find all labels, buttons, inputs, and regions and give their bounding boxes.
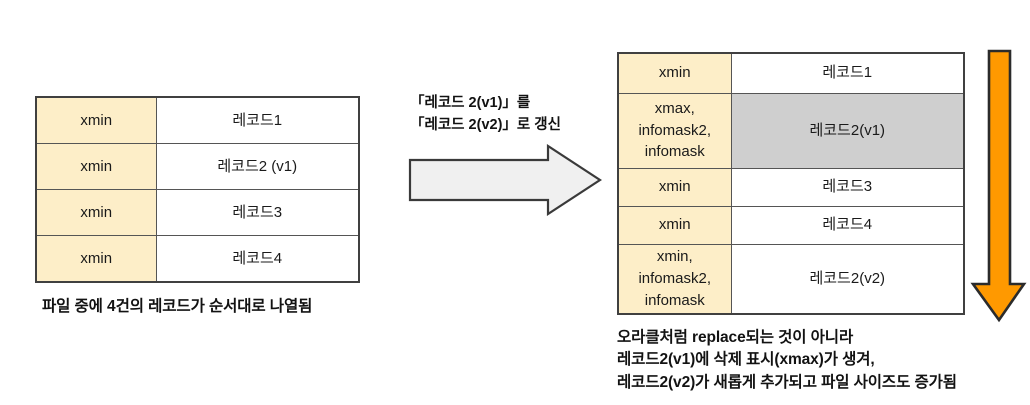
row-value-cell: 레코드4 (730, 205, 965, 245)
row-header-cell: xmax, infomask2, infomask (617, 92, 732, 169)
table-row: xmin 레코드1 (35, 96, 360, 144)
row-header-line: xmin, (656, 248, 693, 266)
table-row: xmin, infomask2, infomask 레코드2(v2) (617, 243, 965, 315)
row-header-line: infomask2, (638, 269, 712, 287)
transform-right-arrow-icon (408, 144, 602, 216)
row-value-cell-dead-tuple: 레코드2(v1) (730, 92, 965, 169)
table-row: xmin 레코드4 (617, 205, 965, 245)
row-header-line: infomask (644, 291, 705, 309)
table-row: xmin 레코드1 (617, 52, 965, 94)
row-value-cell: 레코드1 (155, 96, 360, 144)
row-value-cell: 레코드4 (155, 235, 360, 283)
row-header-line: xmin (658, 64, 691, 82)
row-header-cell: xmin (35, 189, 157, 236)
row-header-cell: xmin, infomask2, infomask (617, 243, 732, 315)
table-row: xmin 레코드2 (v1) (35, 143, 360, 190)
row-value-cell: 레코드3 (155, 189, 360, 236)
after-update-caption: 오라클처럼 replace되는 것이 아니라 레코드2(v1)에 삭제 표시(x… (617, 329, 957, 391)
row-header-cell: xmin (617, 205, 732, 245)
row-header-cell: xmin (35, 235, 157, 283)
before-update-caption: 파일 중에 4건의 레코드가 순서대로 나열됨 (42, 298, 313, 315)
row-header-cell: xmin (35, 96, 157, 144)
row-header-cell: xmin (617, 52, 732, 94)
row-header-line: xmax, (654, 99, 695, 117)
table-row: xmax, infomask2, infomask 레코드2(v1) (617, 92, 965, 169)
row-header-line: infomask (644, 143, 705, 161)
before-update-table: xmin 레코드1 xmin 레코드2 (v1) xmin 레코드3 xmin … (35, 96, 360, 283)
row-value-cell: 레코드3 (730, 167, 965, 207)
file-growth-down-arrow-icon (970, 49, 1027, 323)
row-value-cell: 레코드2 (v1) (155, 143, 360, 190)
before-update-table-body: xmin 레코드1 xmin 레코드2 (v1) xmin 레코드3 xmin … (35, 96, 360, 283)
row-header-line: xmin (658, 216, 691, 234)
row-value-cell: 레코드1 (730, 52, 965, 94)
update-operation-note: 「레코드 2(v1)」를 「레코드 2(v2)」로 갱신 (410, 95, 561, 133)
row-header-line: xmin (658, 178, 691, 196)
table-row: xmin 레코드3 (617, 167, 965, 207)
after-update-table-body: xmin 레코드1 xmax, infomask2, infomask 레코드2… (617, 52, 965, 315)
row-value-cell: 레코드2(v2) (730, 243, 965, 315)
table-row: xmin 레코드3 (35, 189, 360, 236)
row-header-line: infomask2, (638, 121, 712, 139)
row-header-cell: xmin (617, 167, 732, 207)
clipped-header-text (0, 0, 1030, 2)
table-row: xmin 레코드4 (35, 235, 360, 283)
row-header-cell: xmin (35, 143, 157, 190)
after-update-table: xmin 레코드1 xmax, infomask2, infomask 레코드2… (617, 52, 965, 315)
